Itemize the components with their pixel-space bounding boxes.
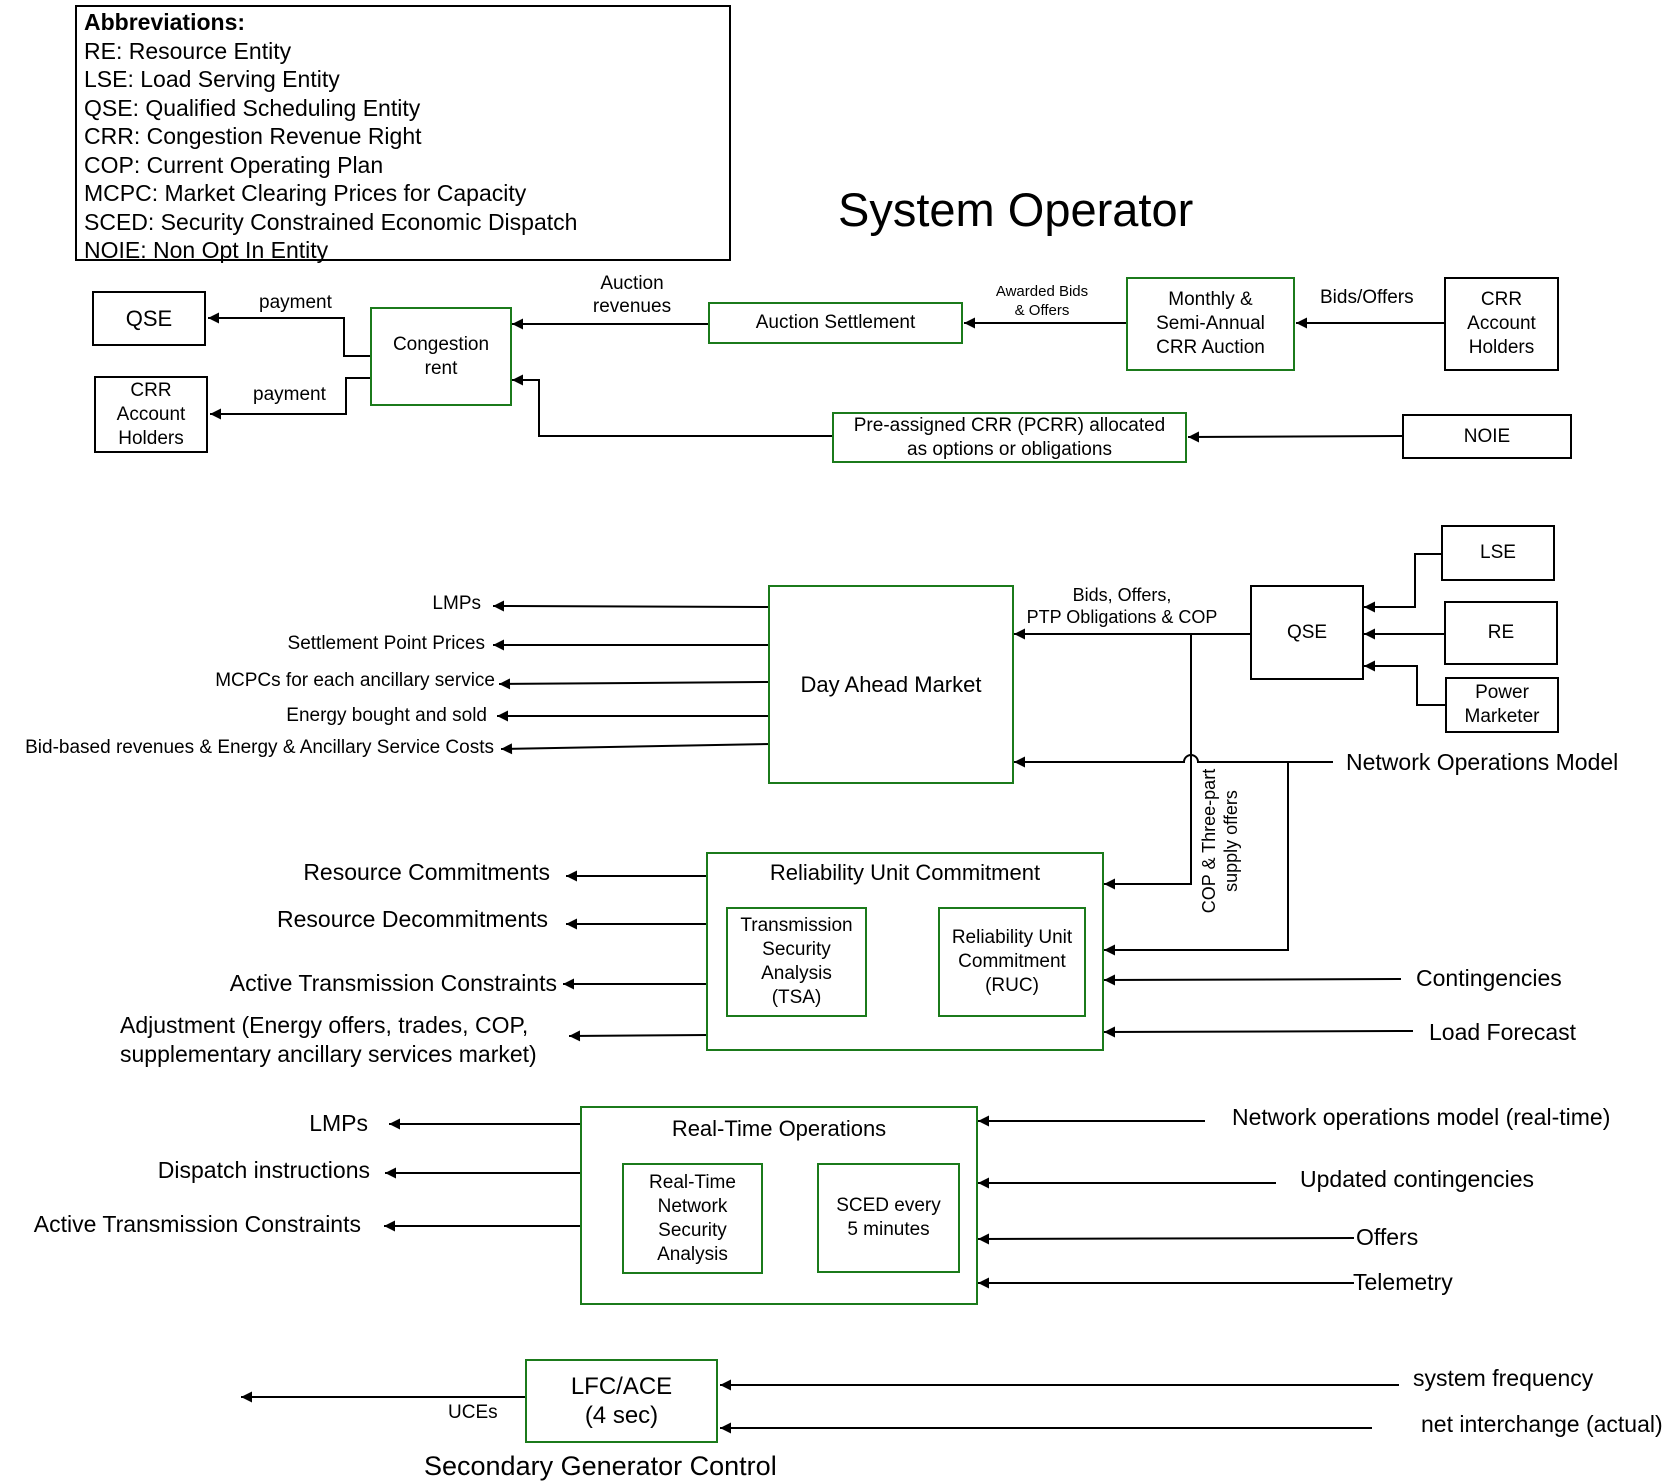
- arrow-cop-to-ruc: [1104, 634, 1192, 890]
- arrow-pcrr-to-congestion: [512, 374, 834, 437]
- rtnsa-box: Real-Time Network Security Analysis: [622, 1163, 763, 1274]
- abbreviation-item: LSE: Load Serving Entity: [84, 66, 340, 92]
- ruc-output-adjustment: Adjustment (Energy offers, trades, COP, …: [120, 1012, 537, 1067]
- dam-output-lmps: LMPs: [432, 593, 481, 614]
- congestion-rent-box: Congestion rent: [370, 307, 512, 406]
- arrow-dam-revenues: [500, 743, 771, 755]
- diagram-title: System Operator: [838, 183, 1194, 236]
- abbreviation-item: RE: Resource Entity: [84, 37, 292, 64]
- arrow-offers: [977, 1233, 1355, 1245]
- rt-input-offers: Offers: [1356, 1224, 1419, 1250]
- qse-payment-box: QSE: [92, 291, 206, 346]
- day-ahead-market-box: Day Ahead Market: [768, 585, 1014, 784]
- system-frequency-label: system frequency: [1413, 1365, 1594, 1391]
- arrow-lse-to-qse: [1364, 553, 1443, 613]
- arrow-congestion-to-crr-holders: [210, 377, 372, 420]
- arrow-noie-to-pcrr: [1187, 431, 1405, 443]
- arrow-pm-to-qse: [1364, 660, 1447, 706]
- rt-input-telemetry: Telemetry: [1353, 1269, 1453, 1295]
- bids-offers-label: Bids/Offers: [1320, 287, 1414, 308]
- crr-auction-box: Monthly & Semi-Annual CRR Auction: [1126, 277, 1295, 371]
- re-box: RE: [1444, 601, 1558, 665]
- arrow-ruc-adjustment: [568, 1030, 709, 1042]
- ruc-title: Reliability Unit Commitment: [769, 860, 1041, 885]
- abbreviation-item: CRR: Congestion Revenue Right: [84, 123, 422, 149]
- abbreviation-item: NOIE: Non Opt In Entity: [84, 237, 329, 263]
- payment-label-bottom: payment: [253, 384, 326, 405]
- cop-three-part-label: COP & Three-part supply offers: [1199, 768, 1241, 914]
- abbreviations-box: Abbreviations: RE: Resource Entity LSE: …: [75, 5, 731, 263]
- secondary-generator-control-label: Secondary Generator Control: [424, 1451, 777, 1481]
- uces-label: UCEs: [448, 1402, 498, 1423]
- rt-output-dispatch: Dispatch instructions: [157, 1157, 370, 1183]
- arrow-dam-lmps: [492, 600, 771, 612]
- arrow-dam-mcpc: [498, 678, 771, 690]
- auction-revenues-label: Auction revenues: [592, 273, 672, 317]
- lse-box: LSE: [1441, 525, 1555, 581]
- net-interchange-label: net interchange (actual): [1421, 1411, 1663, 1437]
- crr-holders-left-box: CRR Account Holders: [94, 376, 208, 453]
- dam-output-energy: Energy bought and sold: [286, 705, 487, 726]
- dam-output-spp: Settlement Point Prices: [287, 633, 485, 654]
- abbreviation-item: QSE: Qualified Scheduling Entity: [84, 94, 421, 121]
- ruc-box: Reliability Unit Commitment: [706, 852, 1104, 1051]
- abbreviations-title: Abbreviations:: [84, 9, 246, 35]
- ruc-output-constraints: Active Transmission Constraints: [229, 970, 557, 996]
- bids-offers-cop-label: Bids, Offers, PTP Obligations & COP: [1026, 585, 1218, 627]
- noie-box: NOIE: [1402, 414, 1572, 459]
- lfc-ace-box: LFC/ACE (4 sec): [525, 1359, 718, 1443]
- arrow-nom-to-dam: [1014, 754, 1333, 768]
- load-forecast-label: Load Forecast: [1429, 1019, 1577, 1045]
- ruc-output-commitments: Resource Commitments: [303, 859, 550, 885]
- rt-output-lmps: LMPs: [309, 1110, 368, 1136]
- abbreviation-item: SCED: Security Constrained Economic Disp…: [84, 208, 578, 235]
- network-ops-model-label: Network Operations Model: [1346, 749, 1619, 775]
- rt-output-constraints: Active Transmission Constraints: [33, 1211, 361, 1237]
- pcrr-box: Pre-assigned CRR (PCRR) allocated as opt…: [832, 412, 1187, 463]
- dam-output-revenues: Bid-based revenues & Energy & Ancillary …: [25, 737, 494, 758]
- payment-label-top: payment: [259, 292, 332, 313]
- abbreviation-item: COP: Current Operating Plan: [84, 151, 384, 178]
- dam-output-mcpc: MCPCs for each ancillary service: [215, 670, 495, 691]
- qse-box: QSE: [1250, 585, 1364, 680]
- auction-settlement-box: Auction Settlement: [708, 302, 963, 344]
- rt-title: Real-Time Operations: [671, 1116, 887, 1141]
- tsa-box: Transmission Security Analysis (TSA): [726, 907, 867, 1017]
- ruc-inner-box: Reliability Unit Commitment (RUC): [938, 907, 1086, 1017]
- crr-holders-right-box: CRR Account Holders: [1444, 277, 1559, 371]
- arrow-load-forecast-to-ruc: [1103, 1026, 1414, 1038]
- sced-box: SCED every 5 minutes: [817, 1163, 960, 1273]
- power-marketer-box: Power Marketer: [1445, 677, 1559, 733]
- arrow-nom-to-ruc: [1104, 762, 1289, 956]
- arrow-contingencies-to-ruc: [1103, 974, 1402, 986]
- abbreviation-item: MCPC: Market Clearing Prices for Capacit…: [84, 180, 527, 206]
- arrow-congestion-to-qse: [208, 312, 372, 357]
- ruc-output-decommitments: Resource Decommitments: [277, 906, 548, 932]
- contingencies-label: Contingencies: [1416, 965, 1562, 991]
- rt-input-nom: Network operations model (real-time): [1232, 1104, 1611, 1130]
- real-time-operations-box: Real-Time Operations: [580, 1106, 978, 1305]
- rt-input-contingencies: Updated contingencies: [1300, 1166, 1534, 1192]
- awarded-bids-label: Awarded Bids & Offers: [995, 283, 1089, 319]
